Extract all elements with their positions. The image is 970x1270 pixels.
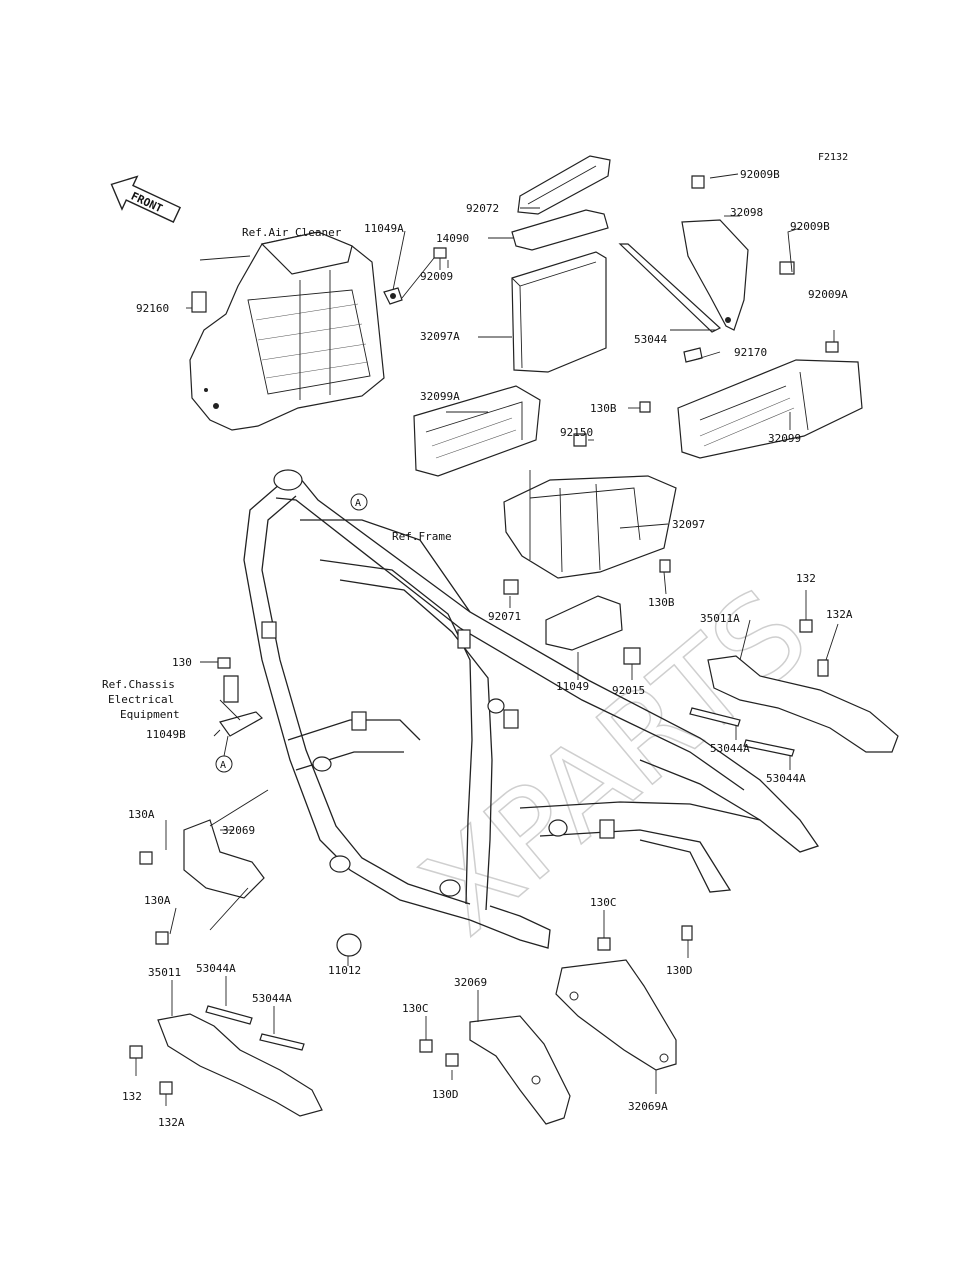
part-label-92009A: 92009A [808,288,848,301]
cover-35011 [129,1005,323,1117]
part-label-35011: 35011 [148,966,181,979]
part-label-130B-top: 130B [590,402,617,415]
part-label-92009B-top: 92009B [740,168,780,181]
collar-92015 [623,647,641,665]
part-label-130D-right: 130D [666,964,693,977]
figure-code: F2132 [818,152,848,163]
part-label-132-bottom: 132 [122,1090,142,1103]
part-label-32098: 32098 [730,206,763,219]
part-label-53044A-l2: 53044A [252,992,292,1005]
part-label-53044: 53044 [634,333,667,346]
part-label-92071: 92071 [488,610,521,623]
marker-A-left: A [215,755,233,773]
bolt-92009A-shape [825,341,839,353]
part-label-14090: 14090 [436,232,469,245]
bracket-11049 [545,595,623,651]
cover-32098 [681,175,795,331]
part-label-32069A: 32069A [628,1100,668,1113]
part-label-130A-2: 130A [144,894,171,907]
part-label-130B-mid: 130B [648,596,675,609]
front-arrow: FRONT [110,175,182,223]
part-label-32097: 32097 [672,518,705,531]
part-label-130A-1: 130A [128,808,155,821]
marker-A-top: A [350,493,368,511]
part-label-132A-top: 132A [826,608,853,621]
part-label-92170: 92170 [734,346,767,359]
ref-chassis-label-2: Electrical [108,693,174,706]
part-label-32099: 32099 [768,432,801,445]
part-label-92009: 92009 [420,270,453,283]
part-label-130C-right: 130C [590,896,617,909]
part-label-32099A: 32099A [420,390,460,403]
svg-text:A: A [355,498,361,509]
ref-chassis-label-3: Equipment [120,708,180,721]
air-cleaner-housing [189,231,385,431]
part-label-32069-left: 32069 [222,824,255,837]
part-label-130C-mid: 130C [402,1002,429,1015]
part-label-53044A-r1: 53044A [710,742,750,755]
part-92160-shape [191,291,207,313]
part-label-11049B: 11049B [146,728,186,741]
part-label-11012: 11012 [328,964,361,977]
bracket-32069-left [139,819,265,945]
ref-air-cleaner-label: Ref.Air Cleaner [242,226,342,239]
clip-92170 [683,347,703,363]
strip-53044 [618,243,722,333]
svg-text:A: A [220,760,226,771]
part-label-132-top: 132 [796,572,816,585]
leader-lines [135,173,839,1106]
part-label-35011A: 35011A [700,612,740,625]
bracket-32069-mid [419,1015,571,1125]
part-label-53044A-l1: 53044A [196,962,236,975]
ref-frame-label: Ref.Frame [392,530,452,543]
cover-32099 [677,359,863,459]
battery-band-92072 [517,155,611,215]
collar-92071 [503,579,519,595]
tray-32099A [413,385,541,477]
holder-32097 [503,401,677,579]
cap-11012 [336,933,362,957]
battery-case-32097A [511,251,607,373]
part-label-92015: 92015 [612,684,645,697]
part-label-53044A-r2: 53044A [766,772,806,785]
bracket-32069A [555,925,693,1071]
ref-chassis-label-1: Ref.Chassis [102,678,175,691]
part-label-32097A: 32097A [420,330,460,343]
pad-14090 [511,209,609,251]
part-label-92009B-mid: 92009B [790,220,830,233]
part-label-132A-bottom: 132A [158,1116,185,1129]
part-label-130: 130 [172,656,192,669]
part-label-32069-mid: 32069 [454,976,487,989]
bracket-11049A [383,247,447,305]
part-label-92150: 92150 [560,426,593,439]
bracket-11049B [217,657,263,737]
part-label-92072: 92072 [466,202,499,215]
cover-35011A [689,619,899,757]
part-label-11049A: 11049A [364,222,404,235]
part-label-11049: 11049 [556,680,589,693]
part-label-92160: 92160 [136,302,169,315]
part-label-130D-mid: 130D [432,1088,459,1101]
